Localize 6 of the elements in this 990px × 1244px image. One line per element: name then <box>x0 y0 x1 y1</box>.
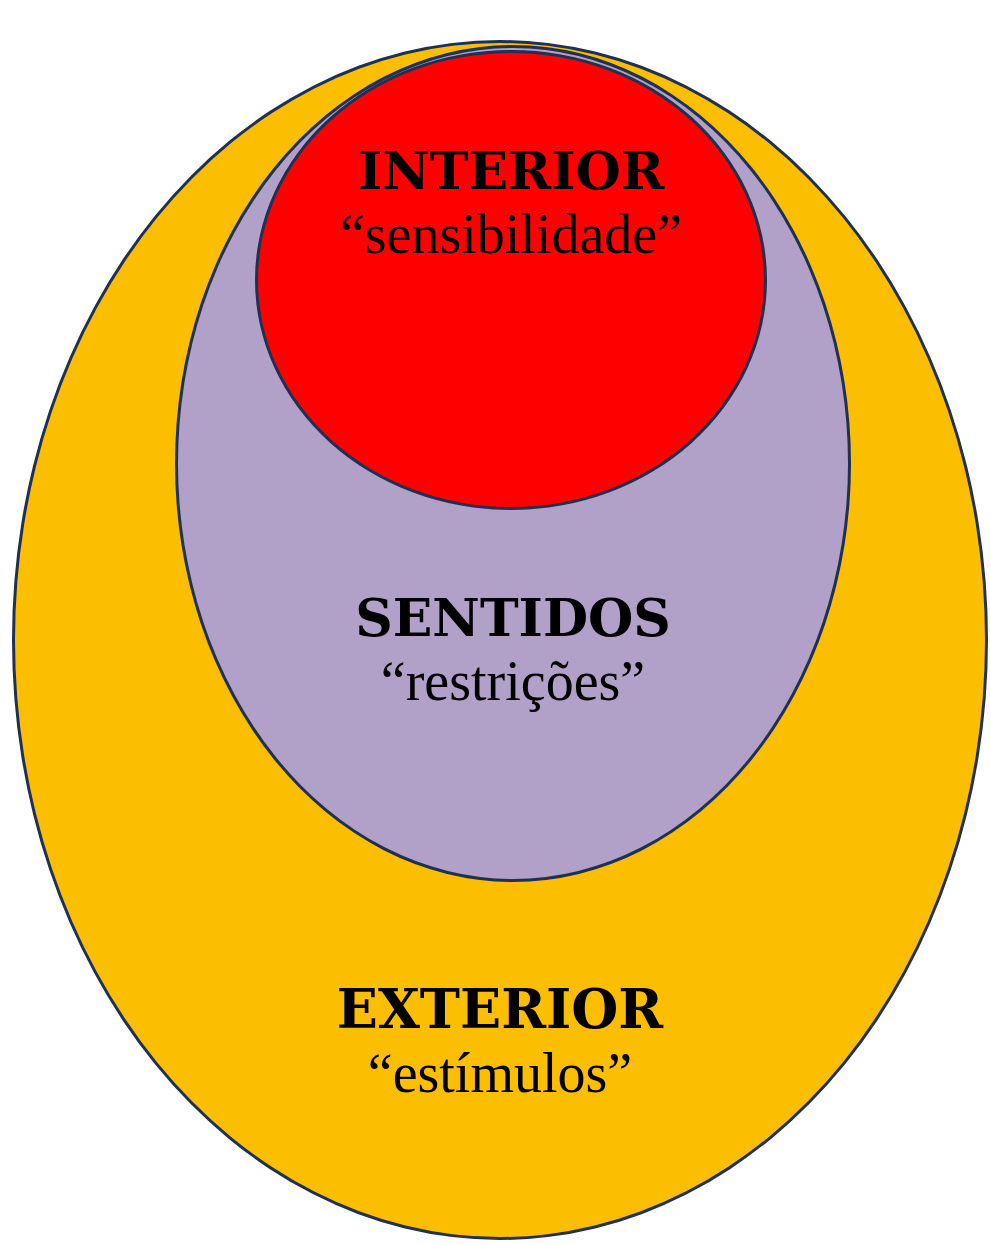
quote-text: “sensibilidade” <box>339 201 683 267</box>
quote-text: “restrições” <box>380 648 646 714</box>
heading-text: SENTIDOS <box>355 588 671 648</box>
heading-text: EXTERIOR <box>336 978 664 1041</box>
quote-text: “estímulos” <box>367 1041 633 1107</box>
heading-text: INTERIOR <box>357 141 665 201</box>
